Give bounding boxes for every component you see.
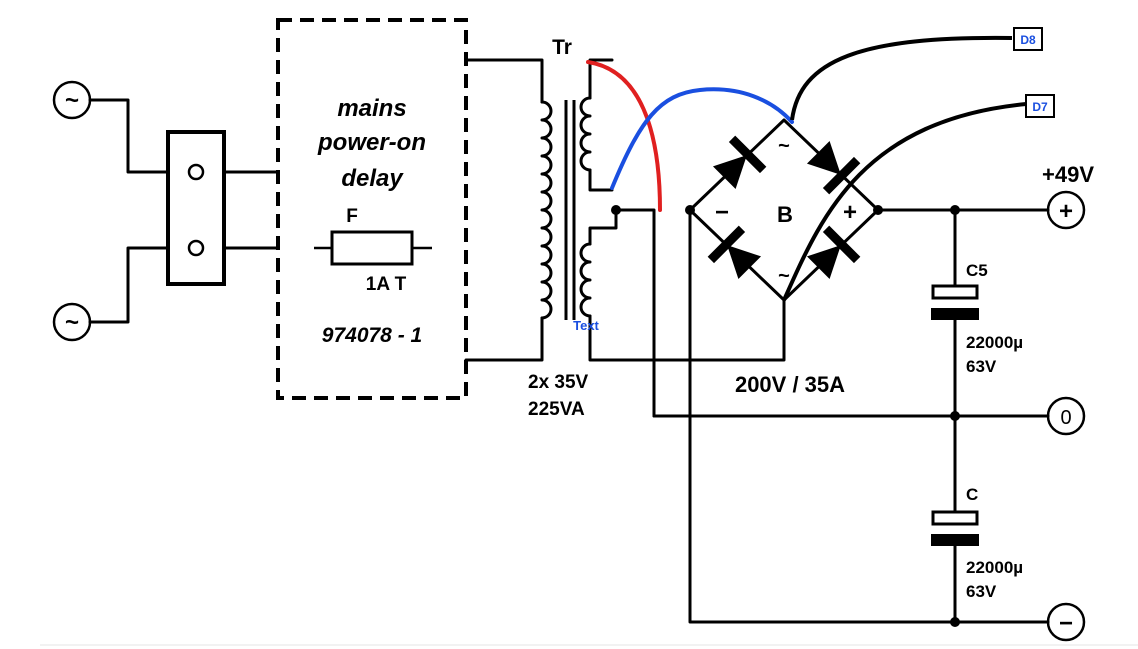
- fuse: F 1A T: [314, 206, 432, 295]
- c5-voltage: 63V: [966, 357, 997, 376]
- bridge-plus-sign: +: [843, 199, 857, 226]
- c5-ref: C5: [966, 261, 988, 280]
- capacitor-c5: C5 22000µ 63V: [931, 261, 1023, 376]
- diode-bottom-right: [806, 225, 861, 280]
- diode-top-left: [712, 135, 767, 190]
- fuse-value: 1A T: [366, 274, 407, 295]
- bridge-rating: 200V / 35A: [735, 372, 845, 397]
- terminal-screw-bottom: [187, 239, 205, 257]
- delay-title-line2: power-on: [317, 129, 426, 156]
- output-negative: −: [1046, 602, 1086, 642]
- connector-d7: D7: [1025, 94, 1055, 118]
- secondary-winding-2: [579, 242, 592, 318]
- c-voltage: 63V: [966, 582, 997, 601]
- c-ref: C: [966, 485, 978, 504]
- bridge-minus-sign: −: [715, 199, 729, 226]
- output-positive-voltage: +49V: [1042, 162, 1094, 187]
- bridge-rectifier: − + B ~ ~ 200V / 35A: [685, 118, 883, 397]
- mains-wires: [88, 98, 280, 324]
- diode-top-right: [806, 140, 861, 195]
- secondary-winding-1: [579, 96, 592, 172]
- diode-bottom-left: [707, 225, 762, 280]
- transformer-text-label: Text: [573, 318, 599, 333]
- delay-part-number: 974078 - 1: [322, 324, 422, 347]
- delay-title-line3: delay: [341, 165, 404, 192]
- terminal-screw-top: [187, 163, 205, 181]
- cable-d8: [790, 35, 1013, 121]
- bridge-ac1: ~: [778, 135, 790, 157]
- terminal-block: [166, 130, 226, 286]
- transformer-ref: Tr: [552, 36, 572, 59]
- bridge-ref: B: [777, 202, 793, 227]
- ac-symbol-top: ~: [65, 87, 79, 114]
- output-ground: 0: [1046, 396, 1086, 436]
- cable-d7: [782, 102, 1027, 301]
- output-positive: + +49V: [1042, 162, 1094, 230]
- red-wire: [586, 60, 662, 212]
- mains-input-bottom: ~: [52, 302, 92, 342]
- fuse-ref: F: [346, 206, 358, 227]
- output-positive-symbol: +: [1059, 198, 1073, 225]
- transformer-rating-line2: 225VA: [528, 399, 585, 420]
- delay-block: mains power-on delay 974078 - 1: [276, 18, 468, 400]
- connector-d8: D8: [1013, 27, 1043, 51]
- output-ground-symbol: 0: [1060, 407, 1071, 429]
- output-negative-symbol: −: [1059, 610, 1073, 637]
- transformer-rating-line1: 2x 35V: [528, 372, 589, 393]
- c5-value: 22000µ: [966, 333, 1023, 352]
- capacitor-c: C 22000µ 63V: [931, 485, 1023, 601]
- transformer: Tr Text 2x 35V 225VA: [528, 36, 786, 420]
- connector-d8-label: D8: [1020, 33, 1036, 47]
- connector-d7-label: D7: [1032, 100, 1048, 114]
- primary-wires: [464, 58, 544, 362]
- blue-wire: [610, 87, 794, 190]
- primary-winding: [540, 100, 553, 320]
- ac-symbol-bottom: ~: [65, 309, 79, 336]
- output-rails: [652, 205, 1050, 627]
- c-value: 22000µ: [966, 558, 1023, 577]
- delay-title-line1: mains: [337, 95, 406, 122]
- bridge-ac2: ~: [778, 265, 790, 287]
- mains-input-top: ~: [52, 80, 92, 120]
